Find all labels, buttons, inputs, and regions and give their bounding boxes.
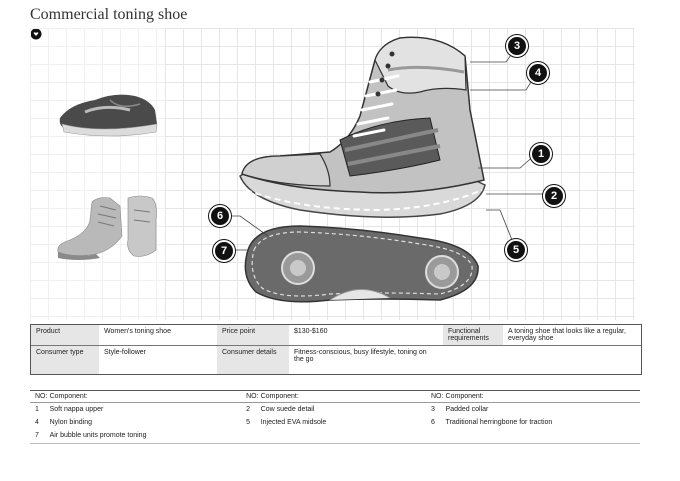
empty-cell (443, 346, 639, 374)
callout-marker-1: 1 (530, 143, 552, 165)
outsole-view (244, 225, 479, 303)
component-row: 7 Air bubble units promote toning (30, 429, 640, 442)
price-value: $130-$160 (294, 328, 328, 335)
callout-marker-4: 4 (527, 62, 549, 84)
functional-label: Functional requirements (443, 325, 503, 345)
component-number: 7 (35, 432, 39, 439)
component-number: 2 (246, 406, 251, 413)
component-name: Traditional herringbone for traction (445, 419, 553, 426)
consumer-type-value: Style-follower (104, 349, 147, 356)
callout-marker-7: 7 (213, 240, 235, 262)
callout-marker-6: 6 (209, 205, 231, 227)
sneaker-photo (59, 94, 158, 137)
component-number: 6 (430, 419, 435, 426)
consumer-details-value: Fitness-conscious, busy lifestyle, tonin… (294, 349, 427, 363)
component-number: 4 (35, 419, 39, 426)
component-number: 1 (35, 406, 39, 413)
no-header: NO: (35, 393, 48, 400)
spec-row-product: Product Women's toning shoe Price point … (31, 325, 641, 346)
table-bottom-rule (30, 443, 640, 444)
component-number: 5 (246, 419, 251, 426)
component-name: Padded collar (445, 406, 489, 413)
consumer-type-label: Consumer type (31, 346, 99, 374)
component-row: 1 Soft nappa upper 2 Cow suede detail 3 … (30, 403, 640, 416)
spec-row-consumer: Consumer type Style-follower Consumer de… (31, 346, 641, 374)
background-grid-left (30, 28, 170, 320)
component-name: Injected EVA midsole (260, 419, 327, 426)
component-name: Soft nappa upper (49, 406, 104, 413)
product-label: Product (31, 325, 99, 345)
page-title: Commercial toning shoe (30, 6, 188, 23)
wedge-sneaker-photo (57, 195, 157, 260)
consumer-details-label: Consumer details (217, 346, 289, 374)
callout-marker-5: 5 (505, 239, 527, 261)
component-number: 3 (430, 406, 435, 413)
price-label: Price point (217, 325, 289, 345)
component-header: Component: (49, 393, 88, 400)
product-value: Women's toning shoe (104, 328, 171, 335)
no-header: NO: (430, 393, 444, 400)
component-name: Air bubble units promote toning (49, 432, 147, 439)
component-name: Nylon binding (49, 419, 92, 426)
components-table: NO: Component: NO: Component: NO: Compon… (30, 390, 640, 442)
functional-value: A toning shoe that looks like a regular,… (508, 328, 626, 342)
component-header: Component: (445, 393, 484, 400)
components-header: NO: Component: NO: Component: NO: Compon… (30, 390, 640, 403)
component-name: Cow suede detail (260, 406, 315, 413)
callout-marker-3: 3 (506, 35, 528, 57)
callout-marker-2: 2 (543, 185, 565, 207)
component-header: Component: (260, 393, 299, 400)
main-shoe-side-view (239, 36, 486, 218)
shoe-illustration (57, 36, 546, 303)
product-spec-table: Product Women's toning shoe Price point … (30, 324, 642, 375)
component-row: 4 Nylon binding 5 Injected EVA midsole 6… (30, 416, 640, 429)
no-header: NO: (246, 393, 259, 400)
